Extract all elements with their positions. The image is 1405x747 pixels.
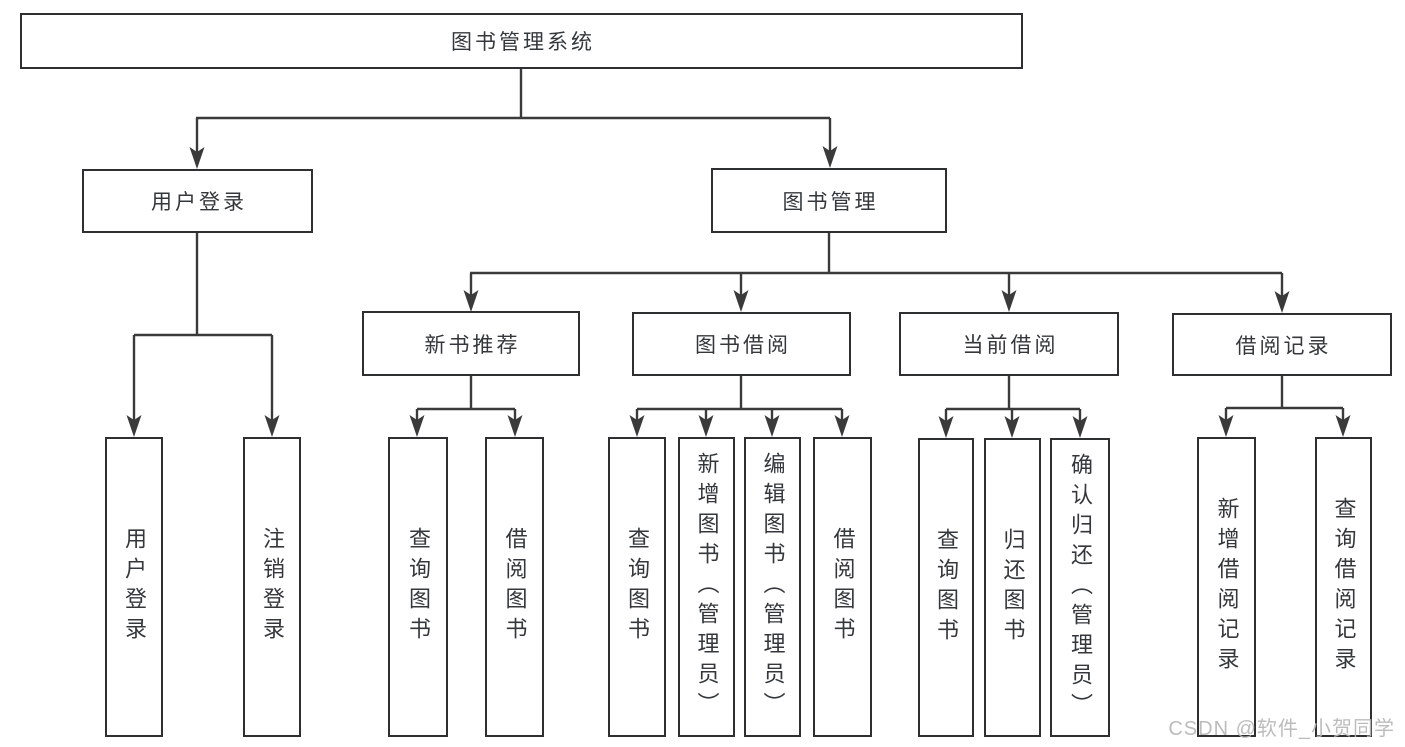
node-current-borrowing: 当前借阅 — [899, 312, 1119, 376]
node-user-login-branch: 用户登录 — [82, 169, 313, 233]
node-leaf-query-borrow-record: 查询借阅记录 — [1315, 437, 1372, 737]
node-book-management-branch: 图书管理 — [711, 168, 947, 233]
node-borrowing-records: 借阅记录 — [1172, 313, 1392, 376]
node-leaf-logout: 注销登录 — [243, 437, 301, 737]
node-leaf-query-books-3: 查询图书 — [918, 438, 974, 737]
node-leaf-confirm-return-admin: 确认归还（管理员） — [1050, 438, 1110, 737]
node-leaf-borrow-books-1: 借阅图书 — [485, 437, 544, 737]
node-new-book-recommend: 新书推荐 — [362, 311, 580, 376]
csdn-watermark: CSDN @软件_小贺同学 — [1168, 718, 1395, 740]
node-leaf-return-books: 归还图书 — [984, 438, 1041, 737]
node-leaf-query-books-2: 查询图书 — [608, 437, 666, 737]
node-leaf-user-login: 用户登录 — [105, 437, 163, 737]
node-book-borrowing: 图书借阅 — [632, 312, 851, 376]
node-leaf-query-books-1: 查询图书 — [388, 437, 448, 737]
node-leaf-borrow-books-2: 借阅图书 — [813, 437, 872, 737]
node-leaf-add-books-admin: 新增图书（管理员） — [678, 437, 735, 737]
node-library-management-system: 图书管理系统 — [20, 13, 1023, 69]
node-leaf-edit-books-admin: 编辑图书（管理员） — [744, 437, 801, 737]
node-leaf-add-borrow-record: 新增借阅记录 — [1197, 437, 1256, 737]
